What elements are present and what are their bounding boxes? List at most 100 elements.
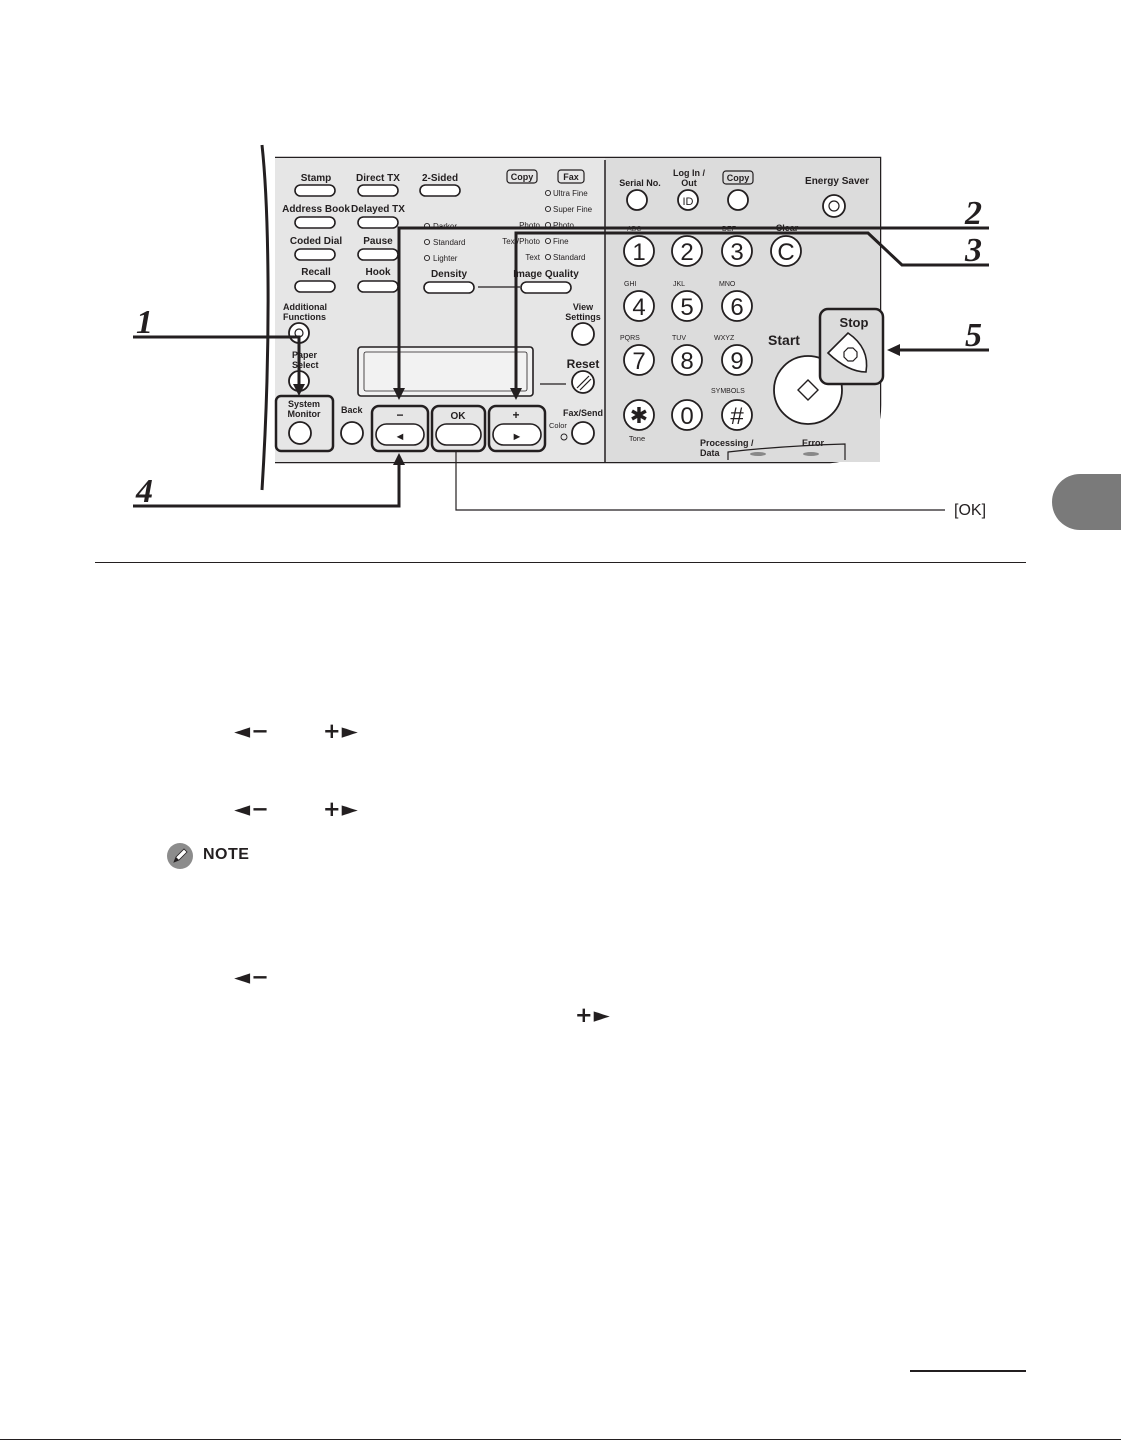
svg-text:View: View	[573, 302, 594, 312]
callout-3: 3	[964, 232, 982, 269]
minus-left-button[interactable]: − ◄	[370, 404, 430, 453]
svg-text:4: 4	[632, 294, 645, 321]
key-5[interactable]: JKL 5	[671, 281, 703, 322]
system-monitor-highlight	[274, 394, 335, 453]
callout-ok: [OK]	[954, 502, 986, 519]
svg-text:Processing /: Processing /	[700, 438, 754, 448]
svg-text:+: +	[512, 408, 519, 422]
svg-text:Energy Saver: Energy Saver	[805, 176, 869, 187]
serial-no-button[interactable]: Serial No.	[619, 178, 661, 211]
svg-text:JKL: JKL	[673, 281, 685, 288]
svg-text:1: 1	[632, 239, 645, 266]
stop-icon	[843, 347, 858, 362]
start-icon	[797, 379, 819, 401]
svg-text:C: C	[777, 239, 794, 266]
key-4[interactable]: GHI 4	[623, 281, 655, 322]
svg-text:Direct TX: Direct TX	[356, 173, 400, 184]
callout-5: 5	[965, 317, 982, 354]
panel-left-edge	[260, 144, 270, 491]
copy-tag	[506, 169, 538, 184]
processing-data-lamp: Processing / Data	[700, 438, 766, 458]
two-sided-button[interactable]: 2-Sided	[419, 173, 461, 197]
svg-text:Coded Dial: Coded Dial	[290, 236, 342, 247]
svg-text:ID: ID	[683, 196, 694, 208]
callout-2: 2	[964, 195, 982, 232]
svg-text:OK: OK	[451, 411, 467, 422]
svg-text:MNO: MNO	[719, 281, 736, 288]
left-arrow-icon: ◄	[395, 431, 406, 443]
svg-text:Fax: Fax	[563, 172, 579, 182]
key-1[interactable]: 1	[623, 235, 655, 267]
plus-right-glyph: +►	[323, 797, 359, 821]
svg-text:2: 2	[680, 239, 693, 266]
svg-text:6: 6	[730, 294, 743, 321]
delayed-tx-button[interactable]: Delayed TX	[351, 204, 405, 229]
svg-text:Pause: Pause	[363, 236, 393, 247]
ok-button[interactable]: OK	[430, 404, 487, 453]
svg-text:Standard: Standard	[553, 253, 585, 262]
coded-dial-button[interactable]: Coded Dial	[290, 236, 342, 261]
svg-text:2-Sided: 2-Sided	[422, 173, 458, 184]
svg-text:Monitor: Monitor	[288, 409, 321, 419]
callout-arrow-4	[393, 453, 405, 465]
address-book-button[interactable]: Address Book	[282, 204, 350, 229]
svg-text:Super Fine: Super Fine	[553, 205, 593, 214]
view-settings-button[interactable]: View Settings	[565, 302, 601, 346]
key-0[interactable]: 0	[671, 399, 703, 431]
svg-text:Back: Back	[341, 405, 364, 415]
callout-1: 1	[136, 304, 153, 341]
callout-arrow-3	[510, 388, 522, 400]
footer-rule	[910, 1370, 1026, 1372]
callout-line-4	[133, 460, 401, 508]
density-button[interactable]: Density	[423, 269, 475, 294]
svg-text:Out: Out	[681, 178, 697, 188]
log-in-out-button[interactable]: Log In / Out ID	[673, 168, 705, 211]
key-7[interactable]: PQRS 7	[620, 335, 655, 376]
operation-panel-illustration: Stamp Direct TX 2-Sided Address Book Del…	[133, 144, 989, 519]
callout-line-1	[133, 335, 301, 389]
key-9[interactable]: WXYZ 9	[714, 335, 753, 376]
svg-text:Ultra Fine: Ultra Fine	[553, 189, 588, 198]
image-quality-button[interactable]: Image Quality	[513, 269, 579, 294]
svg-text:Data: Data	[700, 448, 721, 458]
svg-text:Photo: Photo	[519, 221, 540, 230]
svg-text:Start: Start	[768, 332, 800, 348]
svg-text:Stamp: Stamp	[301, 173, 332, 184]
fax-send-button[interactable]: Fax/Send	[563, 408, 603, 445]
svg-text:Text/Photo: Text/Photo	[502, 237, 540, 246]
svg-text:Copy: Copy	[727, 173, 750, 183]
color-indicator: Color	[549, 421, 568, 441]
system-monitor-button[interactable]: System Monitor	[288, 399, 321, 445]
left-minus-glyph: ◄−	[234, 719, 270, 743]
back-button[interactable]: Back	[340, 405, 364, 445]
copy-button[interactable]: Copy	[722, 170, 754, 211]
lcd-display	[357, 346, 534, 397]
page-bottom-rule	[0, 1439, 1121, 1440]
svg-text:System: System	[288, 399, 320, 409]
svg-text:Address Book: Address Book	[282, 204, 350, 215]
energy-saver-button[interactable]: Energy Saver	[805, 176, 869, 218]
key-star[interactable]: ✱ Tone	[623, 399, 655, 443]
callout-line-3	[514, 231, 989, 393]
svg-text:9: 9	[730, 348, 743, 375]
svg-text:Fine: Fine	[553, 237, 569, 246]
stamp-button[interactable]: Stamp	[294, 173, 336, 197]
key-hash[interactable]: SYMBOLS #	[711, 388, 753, 431]
svg-text:TUV: TUV	[672, 335, 686, 342]
note-heading: NOTE	[203, 846, 250, 863]
key-2[interactable]: 2	[671, 235, 703, 267]
key-8[interactable]: TUV 8	[671, 335, 703, 376]
reset-button[interactable]: Reset	[567, 357, 600, 394]
plus-right-button[interactable]: + ►	[487, 404, 547, 453]
direct-tx-button[interactable]: Direct TX	[356, 173, 400, 197]
stop-button[interactable]: Stop	[818, 307, 885, 386]
svg-text:7: 7	[632, 348, 645, 375]
svg-text:Select: Select	[292, 360, 319, 370]
plus-right-glyph: +►	[323, 719, 359, 743]
svg-text:Density: Density	[431, 269, 468, 280]
image-quality-group: Copy Fax Ultra Fine Super Fine Photo Pho…	[502, 169, 593, 262]
recall-button[interactable]: Recall	[294, 267, 336, 293]
key-6[interactable]: MNO 6	[719, 281, 753, 322]
svg-text:Color: Color	[549, 421, 567, 430]
svg-text:#: #	[730, 403, 744, 430]
